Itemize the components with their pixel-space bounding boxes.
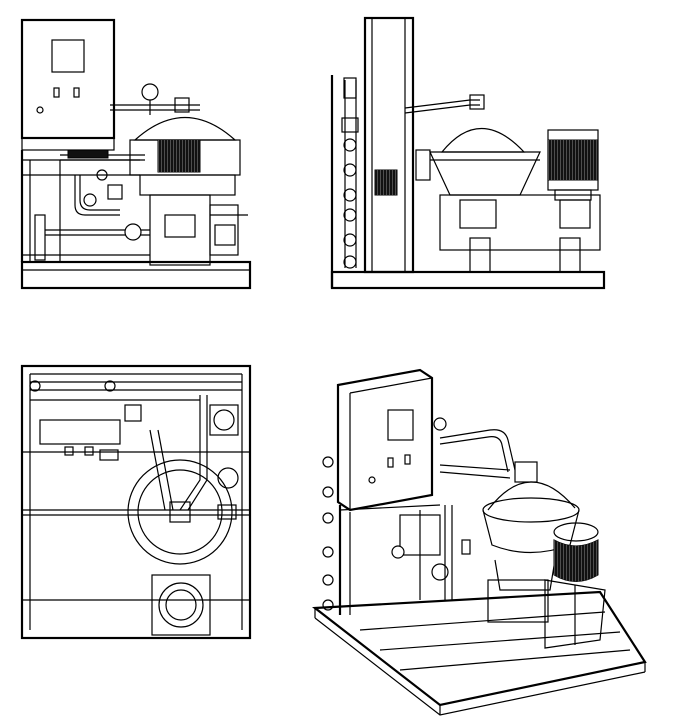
iso-base-skid <box>312 590 647 716</box>
front-pressure-gauge-icon <box>141 83 159 101</box>
side-base-skid <box>330 270 606 290</box>
front-separator-bowl <box>110 97 241 196</box>
front-base-skid <box>20 260 252 290</box>
plan-view <box>20 364 252 640</box>
side-elevation-view <box>330 16 606 290</box>
iso-motor <box>544 522 606 649</box>
plan-separator-bowl <box>127 459 239 565</box>
side-tall-panel <box>363 16 415 274</box>
front-control-box <box>20 18 116 151</box>
iso-display-window <box>387 409 414 441</box>
isometric-view <box>312 368 647 716</box>
plan-piping <box>29 380 242 511</box>
front-display-window <box>51 39 85 73</box>
plan-outer-frame <box>20 364 252 640</box>
iso-pressure-gauge-icon <box>431 563 449 581</box>
side-valve-column <box>341 77 359 269</box>
side-housing <box>439 194 601 251</box>
front-lower-gauge-icon <box>124 223 142 241</box>
front-pedestal <box>149 194 211 266</box>
front-elevation-view <box>20 18 252 290</box>
iso-piping <box>391 417 538 600</box>
side-separator-bowl <box>429 128 541 196</box>
iso-control-box <box>336 368 434 512</box>
plan-motor <box>151 574 211 636</box>
front-piping <box>34 149 150 261</box>
side-motor <box>547 129 599 201</box>
